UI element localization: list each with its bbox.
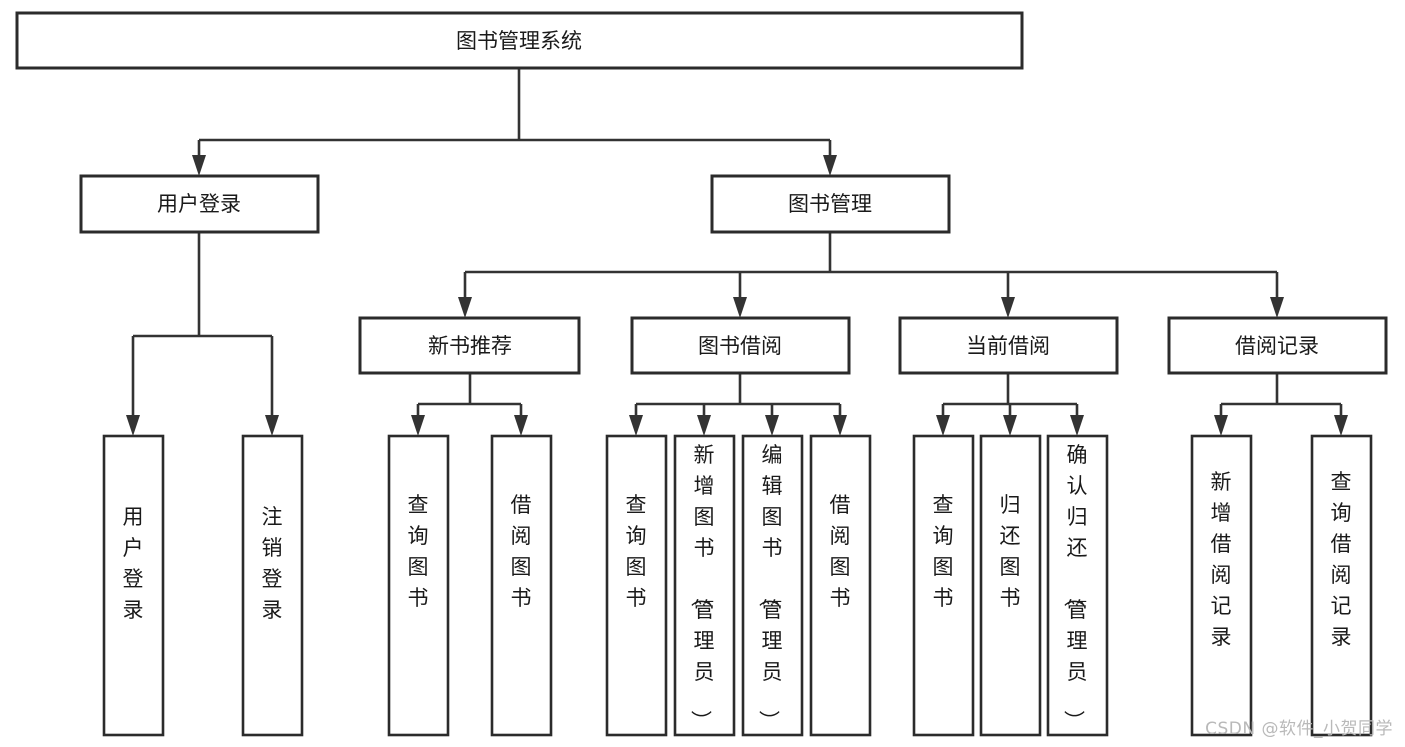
leaf-query-book-2-label: 查询图书 [626, 493, 647, 610]
node-book-borrow-label: 图书借阅 [698, 334, 782, 358]
arrow-bb-leaf-3 [765, 415, 779, 436]
arrow-bb-leaf-2 [697, 415, 711, 436]
node-borrow-record-label: 借阅记录 [1235, 334, 1319, 358]
node-current-borrow[interactable]: 当前借阅 [898, 316, 1119, 375]
connector-layer [126, 68, 1348, 436]
node-root-box[interactable] [15, 11, 1024, 70]
leaf-query-book-1-label: 查询图书 [408, 493, 429, 610]
leaf-node-query-book-3[interactable]: 查询图书 [912, 434, 975, 737]
arrow-br-leaf-2 [1334, 415, 1348, 436]
leaf-borrow-book-2-label: 借阅图书 [830, 493, 851, 610]
arrow-cb-leaf-1 [936, 415, 950, 436]
leaf-user-login-box[interactable] [102, 434, 165, 737]
leaf-node-confirm-return[interactable]: 确认归还（管理员） [1046, 434, 1109, 737]
arrow-br-leaf-1 [1214, 415, 1228, 436]
leaf-node-borrow-book-1[interactable]: 借阅图书 [490, 434, 553, 737]
node-current-borrow-box[interactable] [898, 316, 1119, 375]
leaf-user-login-label: 用户登录 [123, 505, 144, 622]
arrow-bm-to-borrow-record [1270, 297, 1284, 318]
leaf-edit-book-box[interactable] [741, 434, 804, 737]
leaf-add-record-box[interactable] [1190, 434, 1253, 737]
leaf-query-record-label: 查询借阅记录 [1331, 470, 1352, 649]
node-user-login-label: 用户登录 [157, 192, 241, 216]
leaf-query-book-2-box[interactable] [605, 434, 668, 737]
arrow-cb-leaf-3 [1070, 415, 1084, 436]
leaf-borrow-book-2-box[interactable] [809, 434, 872, 737]
csdn-watermark: CSDN @软件_小贺同学 [1205, 719, 1393, 739]
node-book-manage-box[interactable] [710, 174, 951, 234]
leaf-add-book-box[interactable] [673, 434, 736, 737]
node-user-login[interactable]: 用户登录 [79, 174, 320, 234]
arrow-root-to-user-login [192, 155, 206, 176]
leaf-node-user-login[interactable]: 用户登录 [102, 434, 165, 737]
node-new-book-recommend[interactable]: 新书推荐 [358, 316, 581, 375]
arrow-user-login-leaf-2 [265, 415, 279, 436]
arrow-nbr-leaf-1 [411, 415, 425, 436]
leaf-layer: 用户登录 注销登录 查询图书 借阅图书 查询图书 新增图书 [102, 434, 1373, 737]
arrow-user-login-leaf-1 [126, 415, 140, 436]
leaf-add-book-label: 新增图书（管理员） [689, 443, 715, 731]
leaf-query-book-3-label: 查询图书 [933, 493, 954, 610]
node-book-borrow-box[interactable] [630, 316, 851, 375]
leaf-return-book-box[interactable] [979, 434, 1042, 737]
arrow-bb-leaf-4 [833, 415, 847, 436]
leaf-node-query-book-2[interactable]: 查询图书 [605, 434, 668, 737]
arrow-bm-to-new-book [458, 297, 472, 318]
leaf-node-add-book[interactable]: 新增图书（管理员） [673, 434, 736, 737]
node-root-label: 图书管理系统 [456, 29, 582, 53]
leaf-borrow-book-1-box[interactable] [490, 434, 553, 737]
node-book-borrow[interactable]: 图书借阅 [630, 316, 851, 375]
arrow-bm-to-book-borrow [733, 297, 747, 318]
leaf-query-book-3-box[interactable] [912, 434, 975, 737]
leaf-user-logout-label: 注销登录 [262, 505, 283, 622]
node-book-manage[interactable]: 图书管理 [710, 174, 951, 234]
node-borrow-record[interactable]: 借阅记录 [1167, 316, 1388, 375]
leaf-node-query-record[interactable]: 查询借阅记录 [1310, 434, 1373, 737]
node-borrow-record-box[interactable] [1167, 316, 1388, 375]
leaf-borrow-book-1-label: 借阅图书 [511, 493, 532, 610]
arrow-cb-leaf-2 [1003, 415, 1017, 436]
node-user-login-box[interactable] [79, 174, 320, 234]
leaf-node-query-book-1[interactable]: 查询图书 [387, 434, 450, 737]
node-current-borrow-label: 当前借阅 [966, 334, 1050, 358]
leaf-node-add-record[interactable]: 新增借阅记录 [1190, 434, 1253, 737]
node-root[interactable]: 图书管理系统 [15, 11, 1024, 70]
node-new-book-recommend-box[interactable] [358, 316, 581, 375]
leaf-node-user-logout[interactable]: 注销登录 [241, 434, 304, 737]
leaf-query-book-1-box[interactable] [387, 434, 450, 737]
arrow-nbr-leaf-2 [514, 415, 528, 436]
leaf-confirm-return-label: 确认归还（管理员） [1062, 443, 1088, 731]
leaf-node-edit-book[interactable]: 编辑图书（管理员） [741, 434, 804, 737]
leaf-user-logout-box[interactable] [241, 434, 304, 737]
leaf-edit-book-label: 编辑图书（管理员） [757, 443, 783, 731]
arrow-bm-to-current-borrow [1001, 297, 1015, 318]
node-new-book-recommend-label: 新书推荐 [428, 334, 512, 358]
leaf-add-record-label: 新增借阅记录 [1211, 470, 1232, 649]
arrow-root-to-book-manage [823, 155, 837, 176]
node-book-manage-label: 图书管理 [788, 192, 872, 216]
leaf-query-record-box[interactable] [1310, 434, 1373, 737]
leaf-node-borrow-book-2[interactable]: 借阅图书 [809, 434, 872, 737]
leaf-confirm-return-box[interactable] [1046, 434, 1109, 737]
leaf-node-return-book[interactable]: 归还图书 [979, 434, 1042, 737]
arrow-bb-leaf-1 [629, 415, 643, 436]
leaf-return-book-label: 归还图书 [1000, 493, 1021, 610]
